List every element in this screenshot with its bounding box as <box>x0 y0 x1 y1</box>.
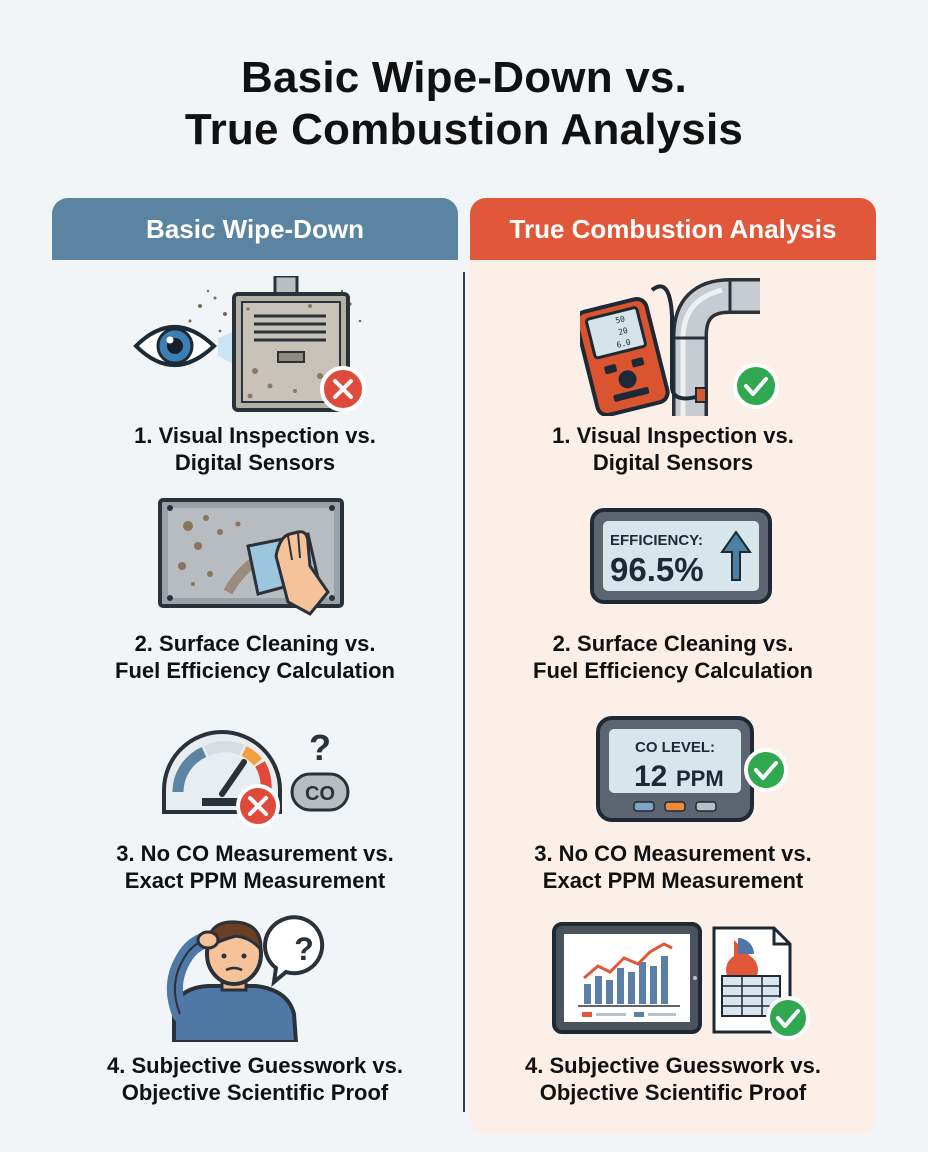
analyzer-readout-1: 50 <box>614 314 626 325</box>
co-level-label: CO LEVEL: <box>635 739 715 756</box>
arrow-up-icon <box>720 530 752 581</box>
right-caption-1: 1. Visual Inspection vs. Digital Sensors <box>552 423 794 475</box>
left-caption-2: 2. Surface Cleaning vs. Fuel Efficiency … <box>115 631 395 683</box>
co-monitor-icon: CO LEVEL: 12 PPM <box>596 716 788 822</box>
left-caption-4: 4. Subjective Guesswork vs. Objective Sc… <box>107 1053 403 1105</box>
report-tablet-icon <box>552 922 810 1040</box>
title-line-2: True Combustion Analysis <box>184 105 744 154</box>
analyzer-readout-2: 20 <box>617 326 629 337</box>
right-caption-4: 4. Subjective Guesswork vs. Objective Sc… <box>525 1053 821 1105</box>
efficiency-display-icon: EFFICIENCY: 96.5% <box>590 508 772 604</box>
pass-check-icon <box>733 363 779 409</box>
left-caption-3: 3. No CO Measurement vs. Exact PPM Measu… <box>116 841 394 893</box>
title-line-1: Basic Wipe-Down vs. <box>241 53 687 102</box>
left-column-header: Basic Wipe-Down <box>52 198 458 260</box>
speech-question-mark: ? <box>294 931 314 967</box>
right-column-header: True Combustion Analysis <box>470 198 876 260</box>
right-caption-3: 3. No CO Measurement vs. Exact PPM Measu… <box>534 841 812 893</box>
efficiency-label: EFFICIENCY: <box>610 532 703 549</box>
fail-x-icon <box>236 784 280 828</box>
fail-x-icon <box>320 366 366 412</box>
no-co-measurement-illustration: ? CO <box>162 727 350 828</box>
analyzer-readout-3: 6.0 <box>616 338 632 350</box>
probe-cable <box>650 284 701 401</box>
report-bar-chart <box>584 956 668 1004</box>
pass-check-icon <box>744 748 788 792</box>
co-level-value: 12 <box>634 760 667 793</box>
column-divider <box>463 272 465 1112</box>
right-caption-2: 2. Surface Cleaning vs. Fuel Efficiency … <box>533 631 813 683</box>
question-mark: ? <box>309 727 331 768</box>
speech-bubble: ? <box>263 915 325 987</box>
flue-pipe-icon <box>672 278 760 416</box>
co-level-unit: PPM <box>676 766 724 791</box>
analyzer-icon: 50 20 6.0 <box>580 296 670 416</box>
co-badge-icon: CO <box>290 772 350 812</box>
left-caption-1: 1. Visual Inspection vs. Digital Sensors <box>134 423 376 475</box>
surface-cleaning-illustration <box>158 498 344 616</box>
page-title: Basic Wipe-Down vs. True Combustion Anal… <box>0 52 928 156</box>
efficiency-value: 96.5% <box>610 551 704 588</box>
eye-icon <box>133 325 217 367</box>
digital-sensor-illustration: 50 20 6.0 <box>580 278 779 416</box>
co-badge-label: CO <box>305 783 335 805</box>
pass-check-icon <box>766 996 810 1040</box>
visual-inspection-illustration <box>133 276 366 412</box>
wipe-hand-icon <box>246 530 330 616</box>
confused-person-icon: ? <box>166 915 325 1042</box>
